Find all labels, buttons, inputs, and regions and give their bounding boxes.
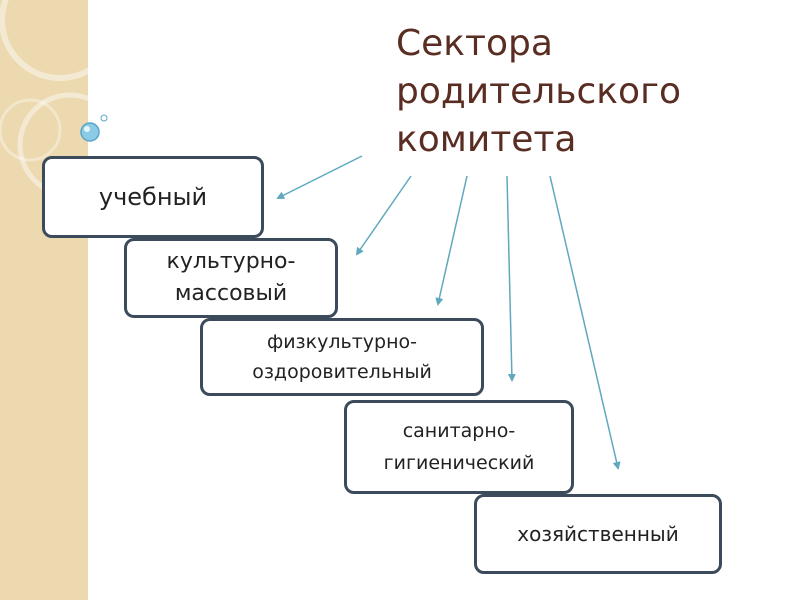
sector-sports-health: физкультурно- оздоровительный: [200, 318, 484, 396]
sector-household: хозяйственный: [474, 494, 722, 574]
sector-sanitary-hygienic-line-2: гигиенический: [384, 447, 535, 479]
sector-educational-label: учебный: [99, 183, 207, 211]
sector-cultural-mass-line-1: культурно-: [167, 246, 296, 278]
sector-sanitary-hygienic-line-1: санитарно-: [403, 415, 516, 447]
arrow-to-educational: [278, 156, 362, 198]
sector-sports-health-line-2: оздоровительный: [252, 357, 432, 387]
sector-cultural-mass: культурно- массовый: [124, 238, 338, 318]
sector-educational: учебный: [42, 156, 264, 238]
arrow-to-sanitary: [507, 176, 512, 380]
sector-sports-health-line-1: физкультурно-: [267, 327, 417, 357]
arrow-to-cultural: [357, 176, 411, 254]
sector-cultural-mass-line-2: массовый: [175, 278, 287, 310]
arrow-to-sports-health: [438, 176, 467, 304]
sector-sanitary-hygienic: санитарно- гигиенический: [344, 400, 574, 494]
sector-household-label: хозяйственный: [517, 522, 678, 546]
